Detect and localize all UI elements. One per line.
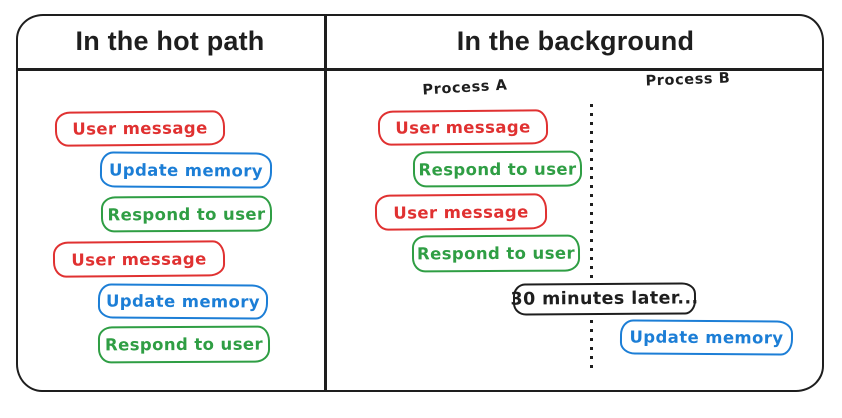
header-separator-line [17,68,823,71]
update-memory-box: Update memory [619,319,794,356]
user-message-box: User message [377,109,549,146]
respond-to-user-box: Respond to user [97,325,271,364]
panel-divider [324,15,327,392]
process-divider-dotted-line [590,104,593,368]
left-panel-title: In the hot path [75,25,265,56]
timer-note-box: 30 minutes later... [510,282,699,316]
user-message-box: User message [52,240,226,278]
user-message-box: User message [374,193,548,231]
user-message-box: User message [54,110,226,147]
update-memory-box: Update memory [97,283,269,320]
respond-to-user-box: Respond to user [412,150,583,188]
respond-to-user-box: Respond to user [411,234,581,273]
update-memory-box: Update memory [99,151,273,189]
right-panel-title: In the background [456,25,695,56]
respond-to-user-box: Respond to user [100,195,273,233]
